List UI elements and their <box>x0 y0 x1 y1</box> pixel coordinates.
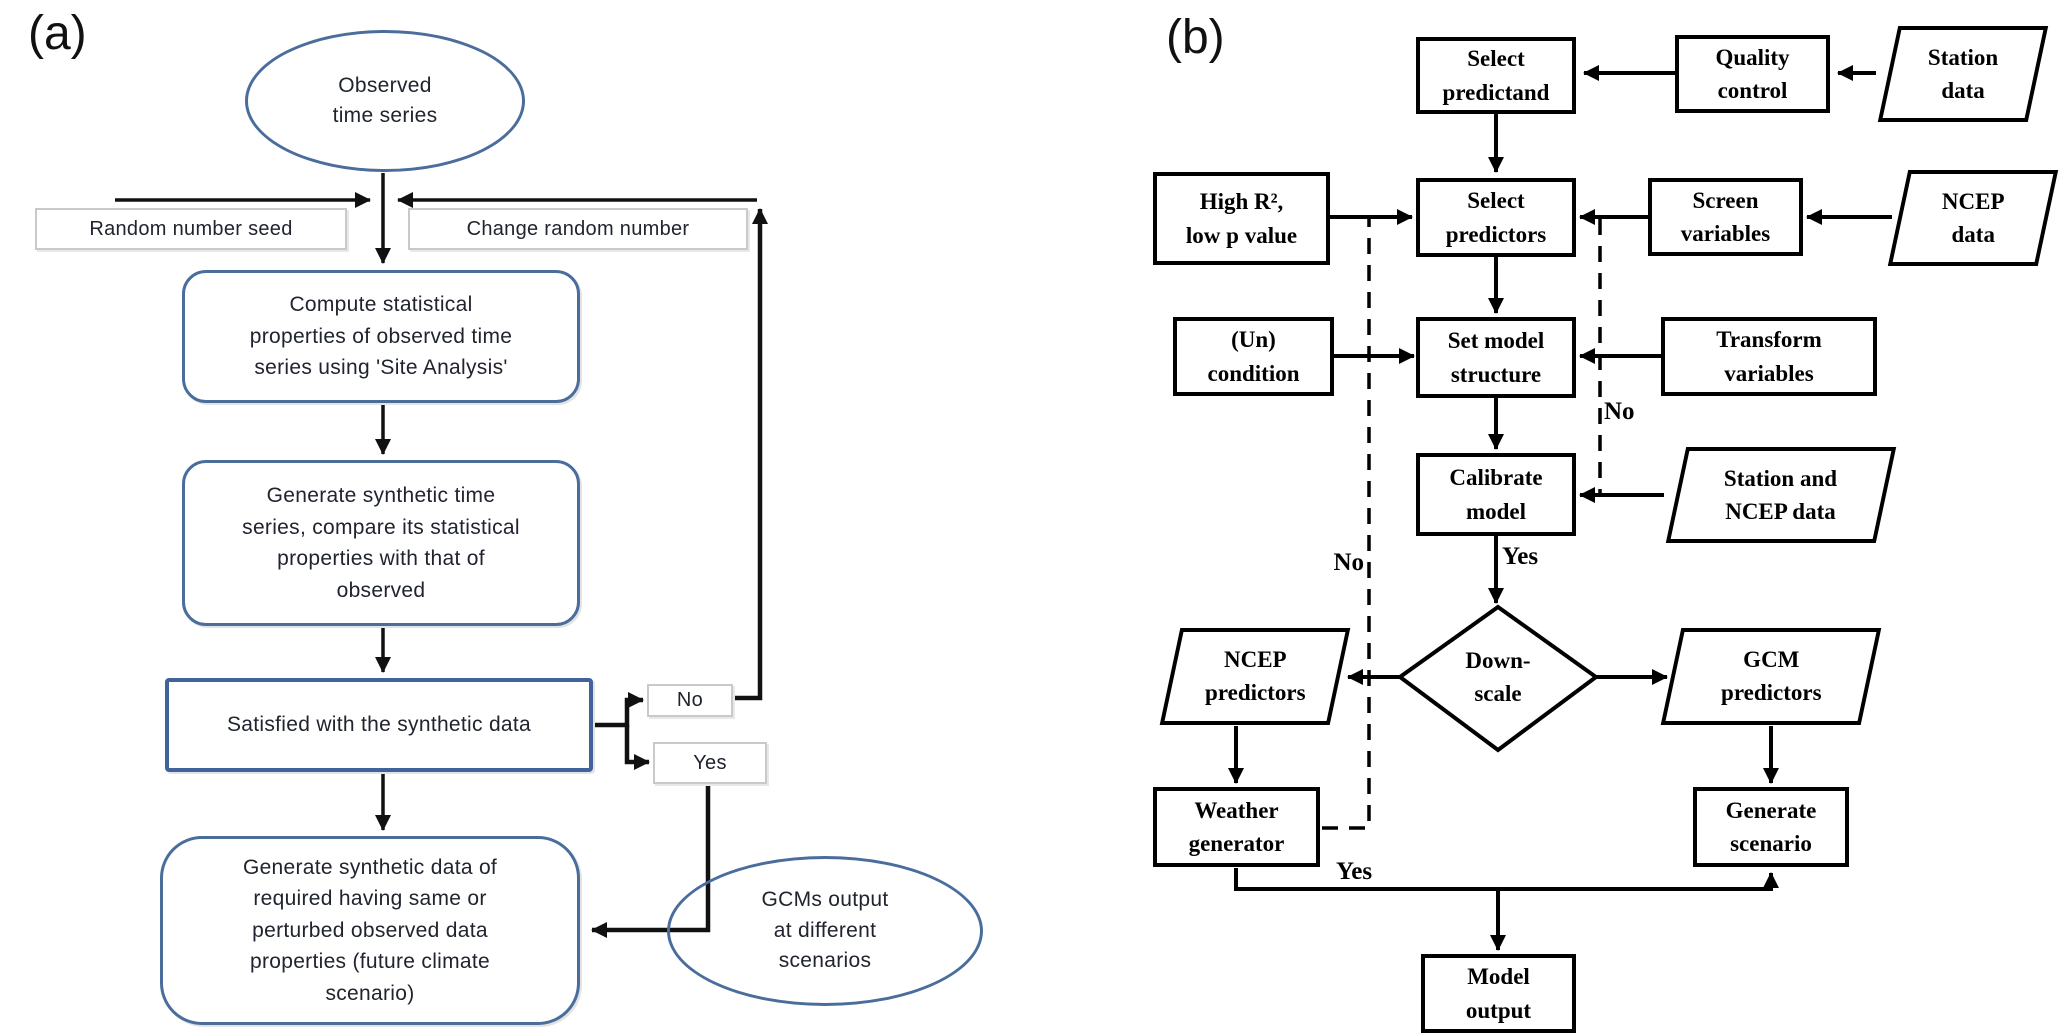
station-and-ncep-data-parallelogram: Station and NCEP data <box>1665 447 1897 543</box>
un-condition-box: (Un) condition <box>1173 317 1334 396</box>
high-r2-box: High R², low p value <box>1153 172 1330 265</box>
no-label-left-dashed: No <box>1333 549 1364 576</box>
yes-label-bottom: Yes <box>1336 858 1373 885</box>
set-model-structure-box: Set model structure <box>1416 317 1576 398</box>
station-and-ncep-data-text: Station and NCEP data <box>1724 465 1838 524</box>
ncep-data-parallelogram: NCEP data <box>1887 170 2059 266</box>
generate-synthetic-series-box: Generate synthetic time series, compare … <box>182 460 580 626</box>
downscale-diamond-text: Down- scale <box>1465 647 1531 706</box>
generate-output-data-box: Generate synthetic data of required havi… <box>160 836 580 1025</box>
model-output-box: Model output <box>1421 954 1576 1033</box>
station-data-parallelogram: Station data <box>1877 26 2049 122</box>
screen-variables-box: Screen variables <box>1648 178 1803 256</box>
select-predictand-box: Select predictand <box>1416 37 1576 114</box>
satisfied-decision-box: Satisfied with the synthetic data <box>165 678 593 772</box>
compute-statistics-box: Compute statistical properties of observ… <box>182 270 580 403</box>
gcm-predictors-text: GCM predictors <box>1720 647 1822 706</box>
ncep-predictors-text: NCEP predictors <box>1204 647 1306 706</box>
yes-label-calibrate: Yes <box>1502 543 1539 570</box>
quality-control-box: Quality control <box>1675 35 1830 113</box>
select-predictors-box: Select predictors <box>1416 178 1576 257</box>
panel-a-label: (a) <box>28 7 87 60</box>
transform-variables-box: Transform variables <box>1661 317 1877 396</box>
yes-branch-box: Yes <box>653 742 767 784</box>
downscale-diamond <box>1396 604 1600 753</box>
random-number-seed-box: Random number seed <box>35 208 347 250</box>
weather-generator-box: Weather generator <box>1153 787 1320 867</box>
ncep-predictors-parallelogram: NCEP predictors <box>1159 628 1351 725</box>
no-branch-box: No <box>647 684 733 717</box>
no-label-right-dashed: No <box>1604 398 1635 425</box>
station-data-text: Station data <box>1927 44 1999 103</box>
generate-scenario-box: Generate scenario <box>1693 787 1849 867</box>
change-random-number-box: Change random number <box>408 208 748 250</box>
gcm-predictors-parallelogram: GCM predictors <box>1660 628 1882 725</box>
ncep-data-text: NCEP data <box>1941 188 2005 247</box>
panel-b-label: (b) <box>1166 11 1225 64</box>
calibrate-model-box: Calibrate model <box>1416 453 1576 536</box>
gcms-output-ellipse: GCMs output at different scenarios <box>667 856 983 1006</box>
observed-time-series-ellipse: Observed time series <box>245 30 525 172</box>
